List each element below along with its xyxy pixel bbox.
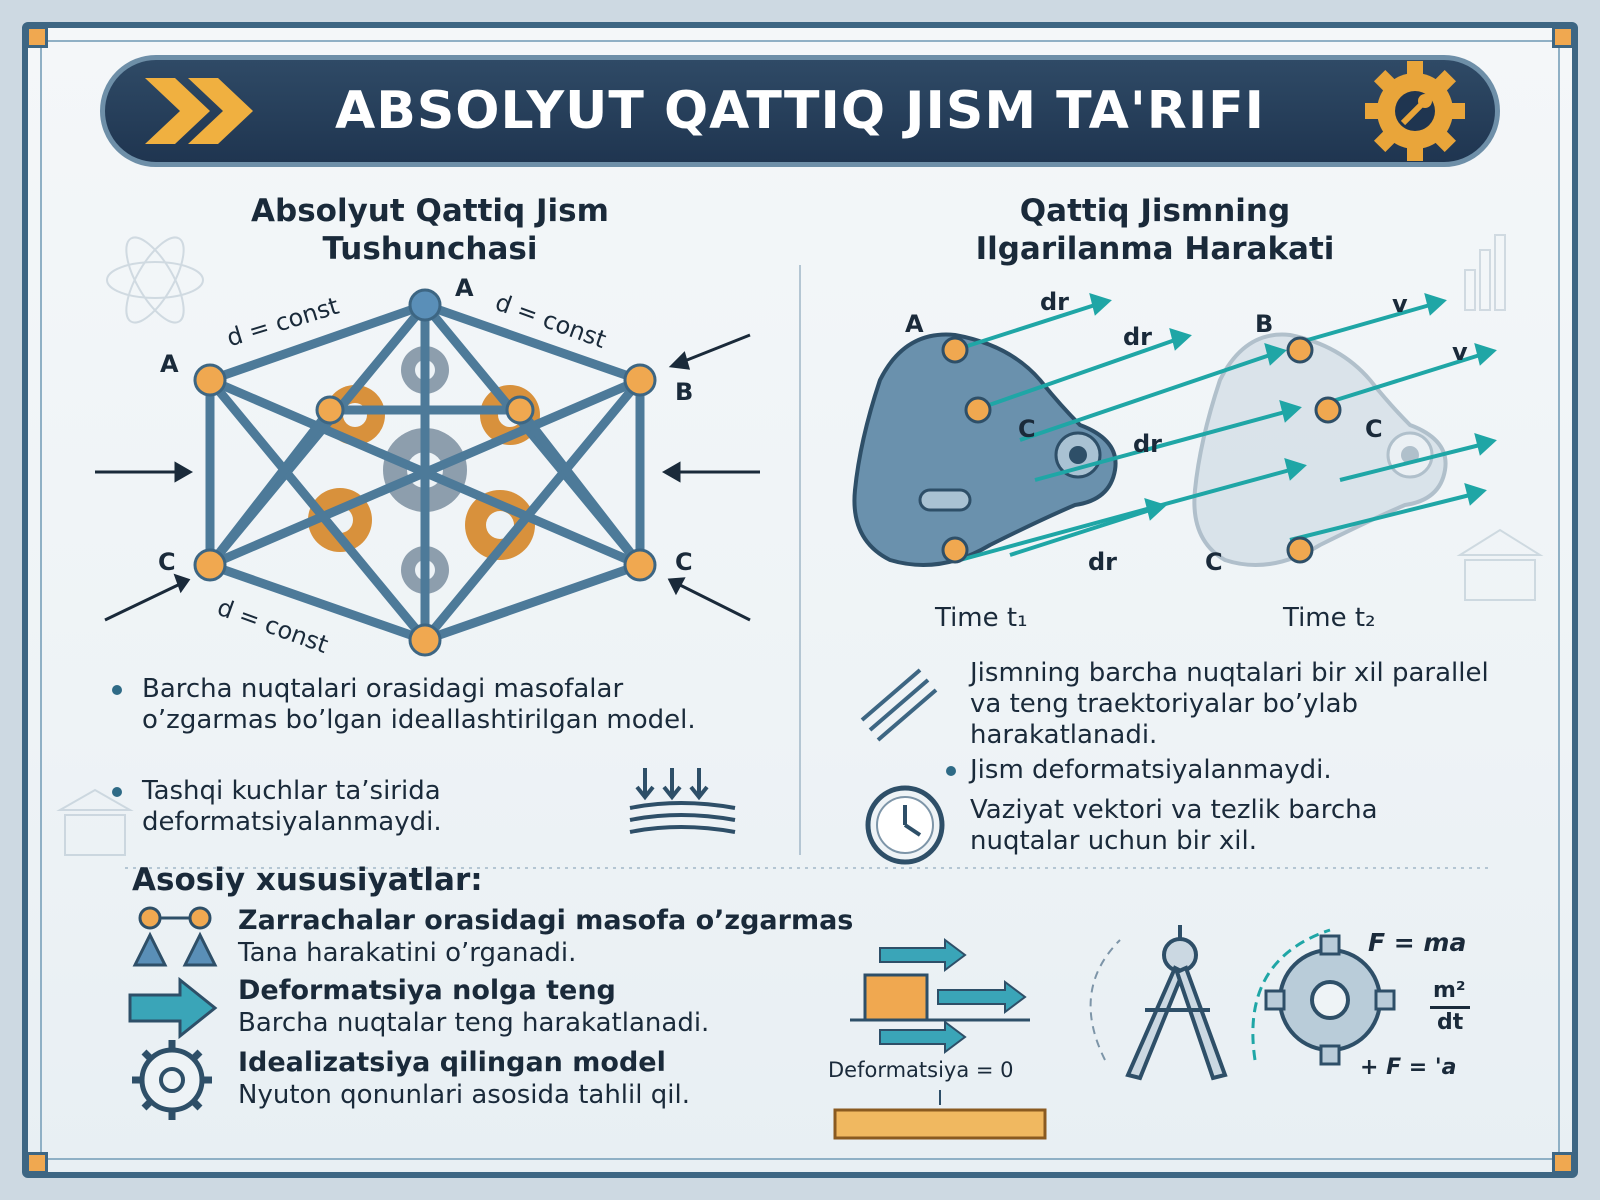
point-label-c-left: C — [158, 548, 176, 576]
compression-icon — [629, 768, 736, 834]
point-label-a-top: A — [455, 274, 474, 302]
right-text-3: Vaziyat vektori va tezlik barcha nuqtala… — [970, 795, 1378, 856]
arc-line — [1089, 939, 1121, 1061]
dr-label: dr — [1133, 430, 1163, 458]
right-text-2: Jism deformatsiyalanmaydi. — [970, 755, 1332, 785]
dr-label: dr — [1123, 323, 1153, 351]
v-label: v — [1452, 338, 1468, 366]
corner-ornament — [26, 1152, 48, 1174]
corner-ornament — [1552, 1152, 1574, 1174]
poster-inner-border — [40, 40, 1560, 1160]
arrow-right-icon — [128, 976, 218, 1040]
point-label-c: C — [1018, 415, 1036, 443]
formula-denominator: dt — [1437, 1010, 1464, 1035]
displacement-arrows — [954, 293, 1497, 562]
corner-ornament — [26, 26, 48, 48]
particles-icon — [132, 906, 218, 967]
page-title: ABSOLYUT QATTIQ JISM TA'RIFI — [334, 81, 1266, 141]
left-bullet-1: Barcha nuqtalari orasidagi masofalar o’z… — [142, 674, 696, 735]
point-label-b: B — [1255, 310, 1274, 338]
deformation-diagram — [833, 938, 1047, 1140]
clock-icon — [865, 785, 945, 865]
title-banner: ABSOLYUT QATTIQ JISM TA'RIFI — [100, 55, 1500, 167]
rigid-body-lattice — [95, 288, 760, 657]
body-points — [941, 336, 1342, 564]
bullet-dot — [112, 685, 122, 695]
dr-label: dr — [1040, 288, 1070, 316]
feature-3-desc: Nyuton qonunlari asosida tahlil qil. — [238, 1080, 690, 1110]
corner-ornament — [1552, 26, 1574, 48]
parallel-lines-icon — [860, 668, 938, 742]
gear-icon — [1365, 61, 1465, 161]
chevron-right-icon — [145, 78, 253, 144]
gear-icon — [132, 1040, 212, 1120]
compass-icon — [1125, 925, 1228, 1081]
v-label: v — [1392, 290, 1408, 318]
features-heading: Asosiy xususiyatlar: — [132, 862, 483, 898]
feature-2-desc: Barcha nuqtalar teng harakatlanadi. — [238, 1008, 710, 1038]
left-title-line-2: Tushunchasi — [322, 231, 538, 267]
time-t1-label: Time t₁ — [935, 603, 1028, 633]
formula-fraction-bar — [1430, 1006, 1470, 1009]
gear-icon — [1264, 934, 1396, 1066]
feature-1-desc: Tana harakatini o’rganadi. — [238, 938, 577, 968]
dr-label: dr — [1088, 548, 1118, 576]
right-section-title: Qattiq Jismning Ilgarilanma Harakati — [920, 192, 1390, 268]
bullet-dot — [946, 766, 956, 776]
formula-numerator: m² — [1433, 978, 1466, 1003]
right-title-line-2: Ilgarilanma Harakati — [975, 231, 1335, 267]
point-label-c-right: C — [675, 548, 693, 576]
point-label-c: C — [1365, 415, 1383, 443]
right-title-line-1: Qattiq Jismning — [1019, 193, 1291, 229]
arc-line — [1251, 928, 1331, 1061]
bar-chart-icon — [1464, 234, 1506, 311]
point-label-b: B — [675, 378, 694, 406]
rigid-body-position-t1 — [852, 332, 1118, 567]
feature-2-title: Deformatsiya nolga teng — [238, 975, 616, 1006]
feature-1-title: Zarrachalar orasidagi masofa o’zgarmas — [238, 905, 854, 936]
building-icon — [56, 788, 134, 856]
atom-icon — [106, 236, 204, 324]
building-icon — [1456, 528, 1544, 601]
point-label-c: C — [1205, 548, 1223, 576]
left-bullet-2: Tashqi kuchlar ta’sirida deformatsiyalan… — [142, 776, 442, 837]
point-label-a-left: A — [160, 350, 179, 378]
bullet-dot — [112, 787, 122, 797]
deformation-label: Deformatsiya = 0 — [828, 1058, 1014, 1082]
left-title-line-1: Absolyut Qattiq Jism — [251, 193, 609, 229]
formula-f-ma: F = ma — [1368, 928, 1467, 957]
formula-f-a: + F = 'a — [1360, 1055, 1457, 1080]
point-label-a: A — [905, 310, 924, 338]
time-t2-label: Time t₂ — [1283, 603, 1376, 633]
right-text-1: Jismning barcha nuqtalari bir xil parall… — [970, 658, 1489, 750]
feature-3-title: Idealizatsiya qilingan model — [238, 1047, 666, 1078]
left-section-title: Absolyut Qattiq Jism Tushunchasi — [195, 192, 665, 268]
